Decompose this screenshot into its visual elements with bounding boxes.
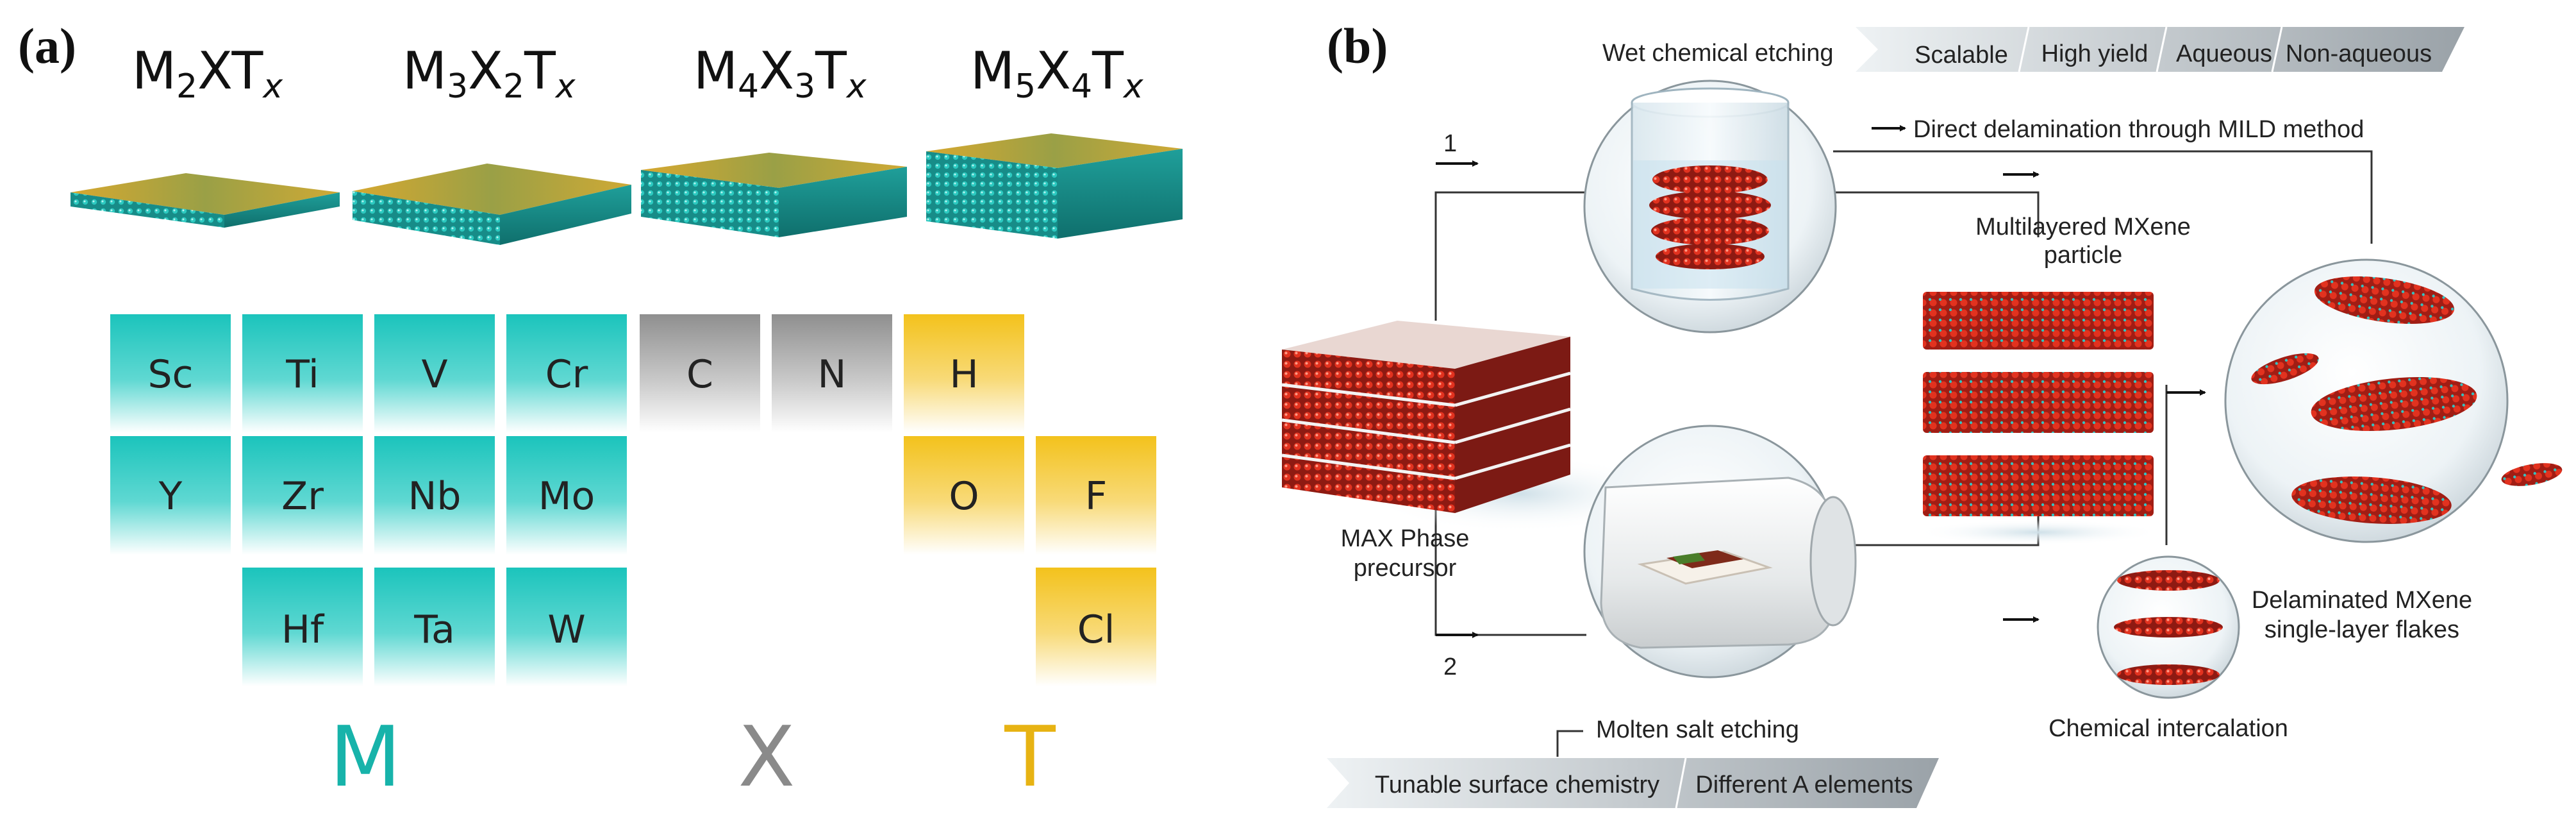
formula-m2xtx: M2XTx [132,41,283,106]
max-phase-label-line2: precursor [1354,555,1457,582]
feature-high-yield: High yield [2041,40,2148,67]
tile-hf: Hf [242,568,363,686]
feature-scalable: Scalable [1915,42,2008,69]
svg-text:O: O [949,474,979,519]
svg-text:Cl: Cl [1077,607,1115,652]
tile-h: H [904,314,1024,433]
tile-cl: Cl [1036,568,1156,686]
panel-b: (b) Wet chemical etching Scalable High y… [1281,18,2563,809]
delaminated-label-line1: Delaminated MXene [2252,587,2472,614]
m-element-tiles: Sc Ti V Cr Y Zr Nb Mo Hf Ta W [110,314,627,686]
tile-w: W [506,568,627,686]
svg-text:Mo: Mo [538,474,595,519]
tile-o: O [904,436,1024,555]
formula-m3x2tx: M3X2Tx [403,41,576,106]
slab-m3x2tx [353,164,631,245]
direct-delam-label: Direct delamination through MILD method [1913,116,2364,143]
feature-non-aqueous: Non-aqueous [2286,40,2432,67]
svg-text:Sc: Sc [147,352,193,397]
tile-zr: Zr [242,436,363,555]
svg-text:H: H [949,352,978,397]
tile-n: N [772,314,892,433]
svg-text:W: W [547,607,585,652]
svg-text:C: C [686,352,713,397]
multilayer-label-line2: particle [2044,242,2123,269]
svg-text:V: V [421,352,447,397]
wet-etching-label: Wet chemical etching [1602,40,1833,67]
tile-ta: Ta [374,568,495,686]
tile-mo: Mo [506,436,627,555]
t-element-tiles: H O F Cl [904,314,1156,686]
panel-a-label: (a) [18,18,76,74]
slab-m2xtx [71,173,340,228]
slab-m5x4tx [926,133,1183,239]
tile-c: C [640,314,760,433]
svg-text:Ta: Ta [413,607,455,652]
multilayer-mxene-particle [1916,292,2160,545]
svg-text:Nb: Nb [408,474,461,519]
group-label-m: M [329,708,401,805]
formula-m5x4tx: M5X4Tx [970,41,1144,106]
feature-different-a: Different A elements [1695,772,1913,798]
formula-m4x3tx: M4X3Tx [694,41,867,106]
chemical-intercalation-circle [2097,555,2240,699]
svg-text:Zr: Zr [281,474,324,519]
x-element-tiles: C N [640,314,892,433]
wet-features-banner: Scalable High yield Aqueous Non-aqueous [1856,26,2464,72]
tile-f: F [1036,436,1156,555]
panel-a: (a) M2XTx M3X2Tx M4X3Tx M5X4Tx [18,18,1183,805]
tile-cr: Cr [506,314,627,433]
svg-text:Y: Y [158,474,183,519]
svg-text:Hf: Hf [281,607,325,652]
delaminated-flakes-circle [2224,258,2563,543]
tile-nb: Nb [374,436,495,555]
svg-text:Ti: Ti [285,352,319,397]
svg-text:N: N [818,352,847,397]
tile-sc: Sc [110,314,231,433]
tile-ti: Ti [242,314,363,433]
route-2-label: 2 [1443,654,1457,680]
slab-m4x3tx [641,153,907,237]
svg-text:F: F [1085,474,1108,519]
molten-salt-furnace [1583,425,1857,679]
tile-y: Y [110,436,231,555]
intercalation-label: Chemical intercalation [2048,715,2288,742]
molten-salt-label: Molten salt etching [1596,716,1799,743]
panel-b-label: (b) [1327,18,1388,74]
delaminated-label-line2: single-layer flakes [2264,616,2459,643]
feature-aqueous: Aqueous [2176,40,2272,67]
svg-text:Cr: Cr [545,352,588,397]
route-1-label: 1 [1443,130,1457,157]
multilayer-label-line1: Multilayered MXene [1975,214,2191,240]
group-label-x: X [738,708,795,805]
wet-etching-beaker [1583,80,1837,333]
tile-v: V [374,314,495,433]
molten-connector [1556,730,1583,757]
feature-tunable-surface: Tunable surface chemistry [1375,772,1659,798]
max-phase-label-line1: MAX Phase [1341,525,1470,552]
molten-features-banner: Tunable surface chemistry Different A el… [1327,757,1939,809]
group-label-t: T [1004,708,1056,805]
